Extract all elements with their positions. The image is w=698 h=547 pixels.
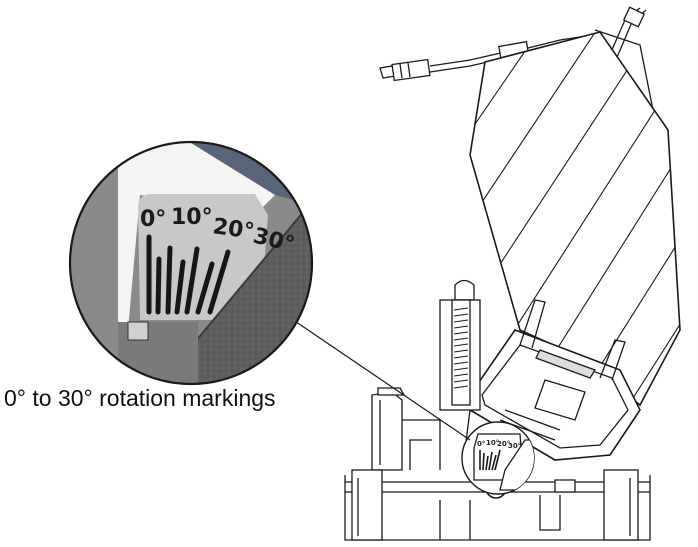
small-label-10: 10° — [486, 439, 499, 447]
small-scale-labels: 0° 10° 20° 30° — [477, 439, 521, 450]
caption-text: 0° to 30° rotation markings — [4, 385, 276, 411]
fixture-drawing — [344, 6, 681, 541]
side-bracket — [371, 387, 441, 471]
small-scale-detail — [461, 421, 535, 495]
zoom-detail — [68, 140, 314, 386]
small-label-30: 30° — [508, 442, 521, 450]
leader-line — [282, 312, 471, 441]
zoom-label-20: 20° — [211, 214, 256, 245]
small-label-0: 0° — [477, 440, 485, 448]
zoom-label-0: 0° — [140, 207, 166, 232]
zoom-label-10: 10° — [171, 205, 213, 230]
driver-box — [469, 31, 681, 407]
zoom-scale-labels: 0° 10° 20° 30° — [140, 205, 297, 258]
spring-tower — [439, 279, 481, 411]
zoom-ticks — [146, 234, 231, 315]
small-label-20: 20° — [497, 440, 510, 448]
